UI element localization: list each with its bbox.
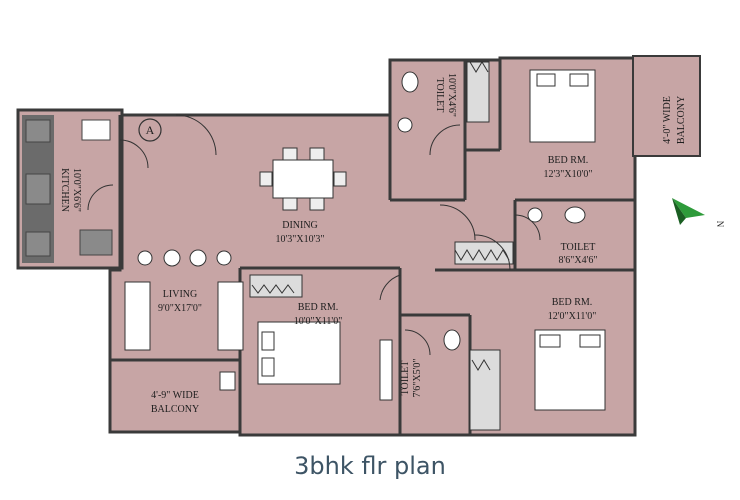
balcony1-line1: 4'-0" WIDE — [662, 96, 673, 144]
toilet2-label: TOILET — [561, 242, 596, 253]
toilet-fixtures — [379, 71, 586, 401]
balcony2-line2: BALCONY — [151, 404, 199, 415]
bed1-label: BED RM. — [548, 155, 589, 166]
living-size: 9'0"X17'0" — [158, 303, 202, 314]
compass-icon: N — [672, 198, 725, 228]
svg-text:N: N — [715, 221, 725, 228]
plan-caption: 3bhk flr plan — [294, 452, 446, 480]
dining-label: DINING — [282, 220, 318, 231]
balcony2-line1: 4'-9" WIDE — [151, 390, 199, 401]
kitchen-label: KITCHEN — [59, 168, 70, 212]
bed2-label: BED RM. — [298, 302, 339, 313]
bed2-size: 10'0"X11'0" — [294, 316, 343, 327]
kitchen-counter — [22, 115, 113, 263]
bed3-size: 12'0"X11'0" — [548, 311, 597, 322]
toilet2-size: 8'6"X4'6" — [559, 255, 598, 266]
bed1-size: 12'3"X10'0" — [544, 169, 593, 180]
bed3-label: BED RM. — [552, 297, 593, 308]
entrance-marker: A — [138, 118, 162, 142]
svg-text:A: A — [146, 123, 155, 137]
floor-plan: A KITCHEN 10'0"X6'6" DINING 10'3"X10'3" … — [16, 55, 725, 437]
door-swings — [87, 114, 541, 356]
room-labels: KITCHEN 10'0"X6'6" DINING 10'3"X10'3" LI… — [59, 73, 687, 415]
toilet1-label: TOILET — [434, 78, 445, 113]
toilet3-size: 7'6"X5'0" — [412, 359, 423, 398]
wardrobes — [249, 61, 514, 431]
toilet3-label: TOILET — [400, 361, 411, 396]
toilet1-size: 10'0"X4'6" — [446, 73, 457, 117]
dining-table — [259, 147, 347, 211]
dining-size: 10'3"X10'3" — [276, 234, 325, 245]
living-label: LIVING — [163, 289, 197, 300]
balcony1-line2: BALCONY — [676, 96, 687, 144]
beds — [257, 69, 606, 411]
kitchen-size: 10'0"X6'6" — [71, 168, 82, 212]
living-furniture — [124, 249, 244, 391]
